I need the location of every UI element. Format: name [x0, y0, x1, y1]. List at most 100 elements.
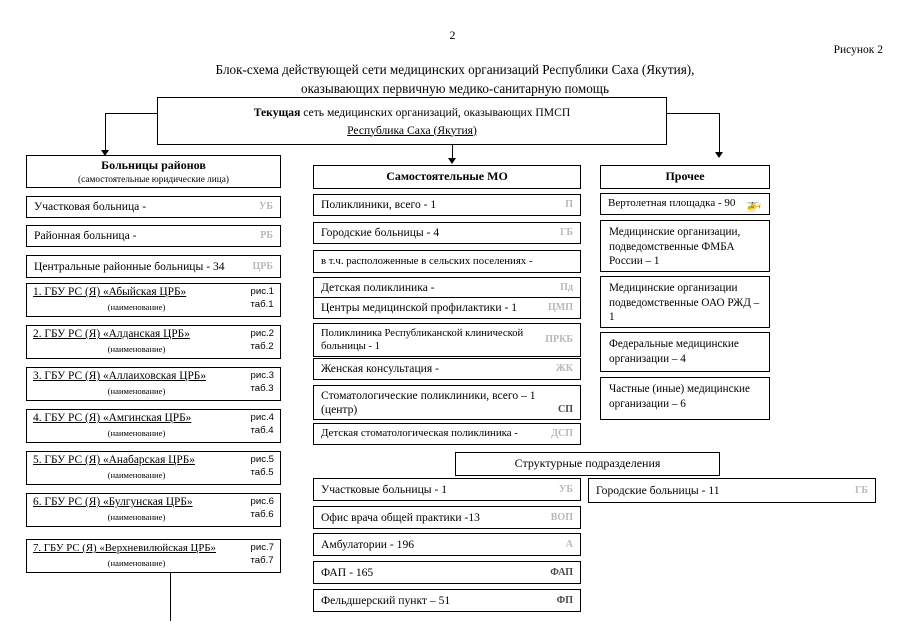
middle-column-title: Самостоятельные МО	[386, 169, 508, 184]
structural-left-label-3: ФАП - 165	[321, 565, 374, 579]
hospital-tab-2: таб.3	[250, 382, 274, 394]
hospital-name-6: 7. ГБУ РС (Я) «Верхневилюйская ЦРБ»	[33, 542, 216, 554]
right-item-3: Частные (иные) медицинские организации –…	[600, 377, 770, 420]
hospital-name-0: 1. ГБУ РС (Я) «Абыйская ЦРБ»	[33, 286, 187, 298]
hospital-row-3: 4. ГБУ РС (Я) «Амгинская ЦРБ» (наименова…	[26, 409, 281, 443]
middle-code-6: ЖК	[555, 363, 573, 375]
left-summary-code-1: РБ	[260, 230, 273, 242]
hospital-name-2: 3. ГБУ РС (Я) «Аллаиховская ЦРБ»	[33, 370, 207, 382]
figure-label: Рисунок 2	[833, 44, 883, 56]
left-summary-label-1: Районная больница -	[34, 229, 137, 243]
structural-right-label-0: Городские больницы - 11	[596, 483, 720, 497]
hospital-fig-6: рис.7	[250, 542, 275, 553]
structural-left-row-2: Амбулатории - 196 А	[313, 533, 581, 556]
structural-left-code-1: ВОП	[550, 511, 573, 523]
hospital-fig-0: рис.1	[250, 286, 275, 297]
structural-units-header: Структурные подразделения	[455, 452, 720, 476]
title-line-1: Блок-схема действующей сети медицинских …	[215, 62, 695, 77]
hospital-fig-4: рис.5	[250, 454, 275, 465]
structural-left-label-4: Фельдшерский пункт – 51	[321, 593, 451, 607]
middle-label-0: Поликлиники, всего - 1	[321, 198, 437, 212]
hospital-row-5: 6. ГБУ РС (Я) «Булгунская ЦРБ» (наименов…	[26, 493, 281, 527]
connector-center-vertical	[452, 145, 454, 161]
structural-left-label-2: Амбулатории - 196	[321, 537, 415, 551]
hospital-caption-1: (наименование)	[107, 343, 166, 354]
connector-left-vertical	[105, 113, 107, 153]
left-summary-label-0: Участковая больница -	[34, 200, 147, 214]
middle-code-8: ДСП	[551, 428, 573, 440]
structural-left-code-3: ФАП	[550, 566, 573, 578]
hospital-tab-6: таб.7	[250, 554, 274, 566]
structural-left-row-3: ФАП - 165 ФАП	[313, 561, 581, 584]
right-column-title: Прочее	[665, 169, 705, 184]
left-summary-row-1: Районная больница - РБ	[26, 225, 281, 247]
hospital-tab-3: таб.4	[250, 424, 274, 436]
hospital-fig-1: рис.2	[250, 328, 275, 339]
middle-label-7: Стоматологические поликлиники, всего – 1…	[321, 388, 536, 416]
structural-right-row-0: Городские больницы - 11 ГБ	[588, 478, 876, 503]
middle-row-7: Стоматологические поликлиники, всего – 1…	[313, 385, 581, 420]
connector-right-vertical	[719, 113, 721, 155]
middle-row-8: Детская стоматологическая поликлиника - Д…	[313, 423, 581, 445]
middle-code-7: СП	[558, 403, 573, 415]
middle-column-header: Самостоятельные МО	[313, 165, 581, 189]
connector-left-column-tail	[170, 573, 172, 621]
arrow-right	[714, 152, 723, 158]
arrow-left	[100, 150, 109, 156]
page-title: Блок-схема действующей сети медицинских …	[60, 60, 850, 98]
root-box: Текущая сеть медицинских организаций, ок…	[157, 97, 667, 145]
hospital-name-5: 6. ГБУ РС (Я) «Булгунская ЦРБ»	[33, 496, 193, 508]
hospital-fig-3: рис.4	[250, 412, 275, 423]
hospital-name-4: 5. ГБУ РС (Я) «Анабарская ЦРБ»	[33, 454, 195, 466]
middle-code-3: Пд	[560, 281, 573, 293]
left-summary-row-0: Участковая больница - УБ	[26, 196, 281, 218]
hospital-caption-5: (наименование)	[107, 511, 166, 522]
hospital-tab-0: таб.1	[250, 298, 274, 310]
hospital-tab-4: таб.5	[250, 466, 274, 478]
right-item-text-0: Медицинские организации, подведомственны…	[609, 226, 741, 267]
right-item-0: Медицинские организации, подведомственны…	[600, 220, 770, 272]
hospital-caption-4: (наименование)	[107, 469, 166, 480]
middle-label-2: в т.ч. расположенные в сельских поселени…	[321, 254, 533, 267]
root-box-rest: сеть медицинских организаций, оказывающи…	[300, 106, 571, 119]
structural-left-code-0: УБ	[559, 483, 573, 495]
left-column-header: Больницы районов (самостоятельные юридич…	[26, 155, 281, 188]
middle-row-5: Поликлиника Республиканской клинической …	[313, 323, 581, 357]
structural-left-code-2: А	[565, 538, 573, 550]
root-box-bold: Текущая	[253, 106, 301, 119]
title-line-2: оказывающих первичную медико-санитарную …	[301, 81, 609, 96]
hospital-caption-0: (наименование)	[107, 301, 166, 312]
right-column-header: Прочее	[600, 165, 770, 189]
right-item-2: Федеральные медицинские организации – 4	[600, 332, 770, 372]
root-box-line-2: Республика Саха (Якутия)	[347, 123, 477, 137]
right-item-1: Медицинские организации подведомственные…	[600, 276, 770, 328]
page-number: 2	[449, 28, 456, 42]
middle-label-3: Детская поликлиника -	[321, 280, 435, 294]
hospital-row-1: 2. ГБУ РС (Я) «Алданская ЦРБ» (наименова…	[26, 325, 281, 359]
hospital-name-3: 4. ГБУ РС (Я) «Амгинская ЦРБ»	[33, 412, 192, 424]
middle-label-5: Поликлиника Республиканской клинической …	[321, 328, 524, 352]
middle-label-6: Женская консультация -	[321, 362, 439, 376]
hospital-caption-3: (наименование)	[107, 427, 166, 438]
structural-right-code-0: ГБ	[855, 484, 868, 496]
arrow-center	[447, 158, 456, 164]
hospital-fig-5: рис.6	[250, 496, 275, 507]
middle-label-8: Детская стоматологическая поликлиника -	[321, 427, 518, 440]
left-summary-code-2: ЦРБ	[252, 260, 274, 272]
middle-code-4: ЦМП	[548, 302, 573, 314]
left-column-subtitle: (самостоятельные юридические лица)	[78, 174, 229, 185]
hospital-fig-2: рис.3	[250, 370, 275, 381]
right-item-text-3: Частные (иные) медицинские организации –…	[609, 383, 750, 410]
structural-left-label-1: Офис врача общей практики -13	[321, 510, 480, 524]
middle-code-1: ГБ	[560, 227, 573, 239]
root-box-line-1: Текущая сеть медицинских организаций, ок…	[165, 106, 659, 120]
hospital-tab-1: таб.2	[250, 340, 274, 352]
left-summary-code-0: УБ	[259, 201, 273, 213]
middle-code-5: ПРКБ	[545, 334, 573, 346]
